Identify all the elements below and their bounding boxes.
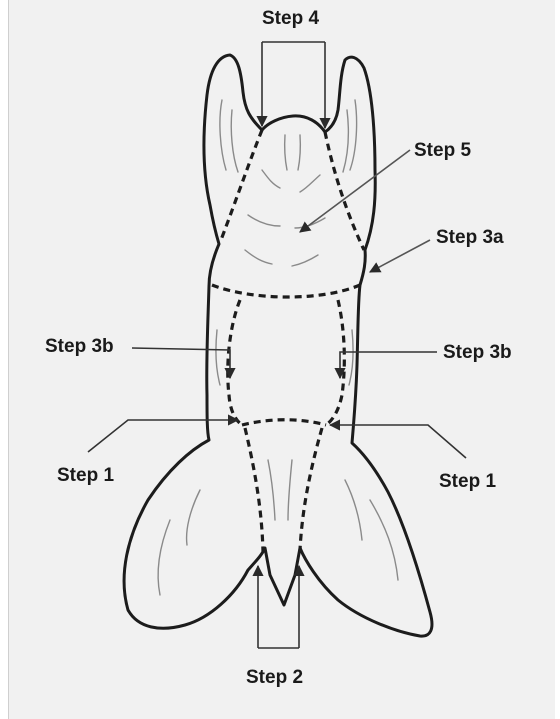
loin-cut-right <box>326 300 344 425</box>
hind-cut <box>242 420 326 425</box>
shoulder-cut-right <box>325 132 364 250</box>
muscle-shading <box>158 100 398 595</box>
carcass-outline <box>124 55 432 636</box>
step3b-right-leader <box>340 352 437 378</box>
step3b-left-label: Step 3b <box>45 336 114 357</box>
step1-right-leader <box>330 425 466 458</box>
split-cut-right <box>300 428 322 550</box>
split-cut-left <box>245 428 263 552</box>
step4-label: Step 4 <box>262 8 319 29</box>
step1-left-leader <box>88 420 238 452</box>
step3a-label: Step 3a <box>436 227 504 248</box>
shoulder-cut-left <box>221 130 262 240</box>
step1-left-label: Step 1 <box>57 465 114 486</box>
rib-cut <box>212 285 360 297</box>
step5-label: Step 5 <box>414 140 471 161</box>
step3a-arrow <box>370 240 430 272</box>
step2-label: Step 2 <box>246 667 303 688</box>
step3b-right-label: Step 3b <box>443 342 512 363</box>
step1-right-label: Step 1 <box>439 471 496 492</box>
step5-arrow <box>300 150 410 232</box>
